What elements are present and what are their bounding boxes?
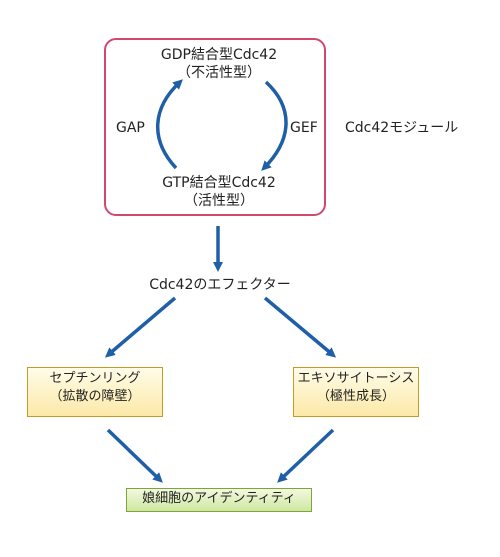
septin-ring-label: セプチンリング bbox=[49, 371, 141, 386]
gdp-cdc42-sublabel: （不活性型） bbox=[177, 65, 261, 81]
exocytosis-box: エキソサイトーシス （極性成長） bbox=[293, 367, 419, 417]
septin-to-daughter-arrow bbox=[106, 428, 163, 483]
gef-cycle-arrow bbox=[261, 80, 288, 171]
cdc42-effector-label: Cdc42のエフェクター bbox=[149, 277, 291, 293]
gdp-cdc42-label: GDP結合型Cdc42 bbox=[160, 47, 278, 63]
effector-to-septin-arrow bbox=[104, 296, 177, 358]
gtp-cdc42-sublabel: （活性型） bbox=[184, 193, 254, 209]
gef-label: GEF bbox=[290, 120, 318, 136]
gap-label: GAP bbox=[116, 120, 145, 136]
gtp-cdc42-label: GTP結合型Cdc42 bbox=[162, 175, 276, 191]
effector-to-exocytosis-arrow bbox=[263, 296, 337, 358]
cdc42-module-label: Cdc42モジュール bbox=[345, 120, 459, 136]
gtp-cdc42-node: GTP結合型Cdc42 （活性型） bbox=[134, 174, 304, 210]
exocytosis-to-daughter-arrow bbox=[277, 428, 335, 483]
daughter-identity-box: 娘細胞のアイデンティティ bbox=[126, 488, 312, 512]
exocytosis-sublabel: （極性成長） bbox=[316, 389, 395, 404]
cdc42-module-box bbox=[104, 38, 326, 216]
septin-ring-box: セプチンリング （拡散の障壁） bbox=[27, 367, 163, 417]
septin-ring-sublabel: （拡散の障壁） bbox=[49, 389, 141, 404]
exocytosis-label: エキソサイトーシス bbox=[297, 371, 415, 386]
gdp-cdc42-node: GDP結合型Cdc42 （不活性型） bbox=[134, 46, 304, 82]
gap-cycle-arrow bbox=[155, 79, 183, 170]
daughter-identity-label: 娘細胞のアイデンティティ bbox=[142, 491, 296, 506]
